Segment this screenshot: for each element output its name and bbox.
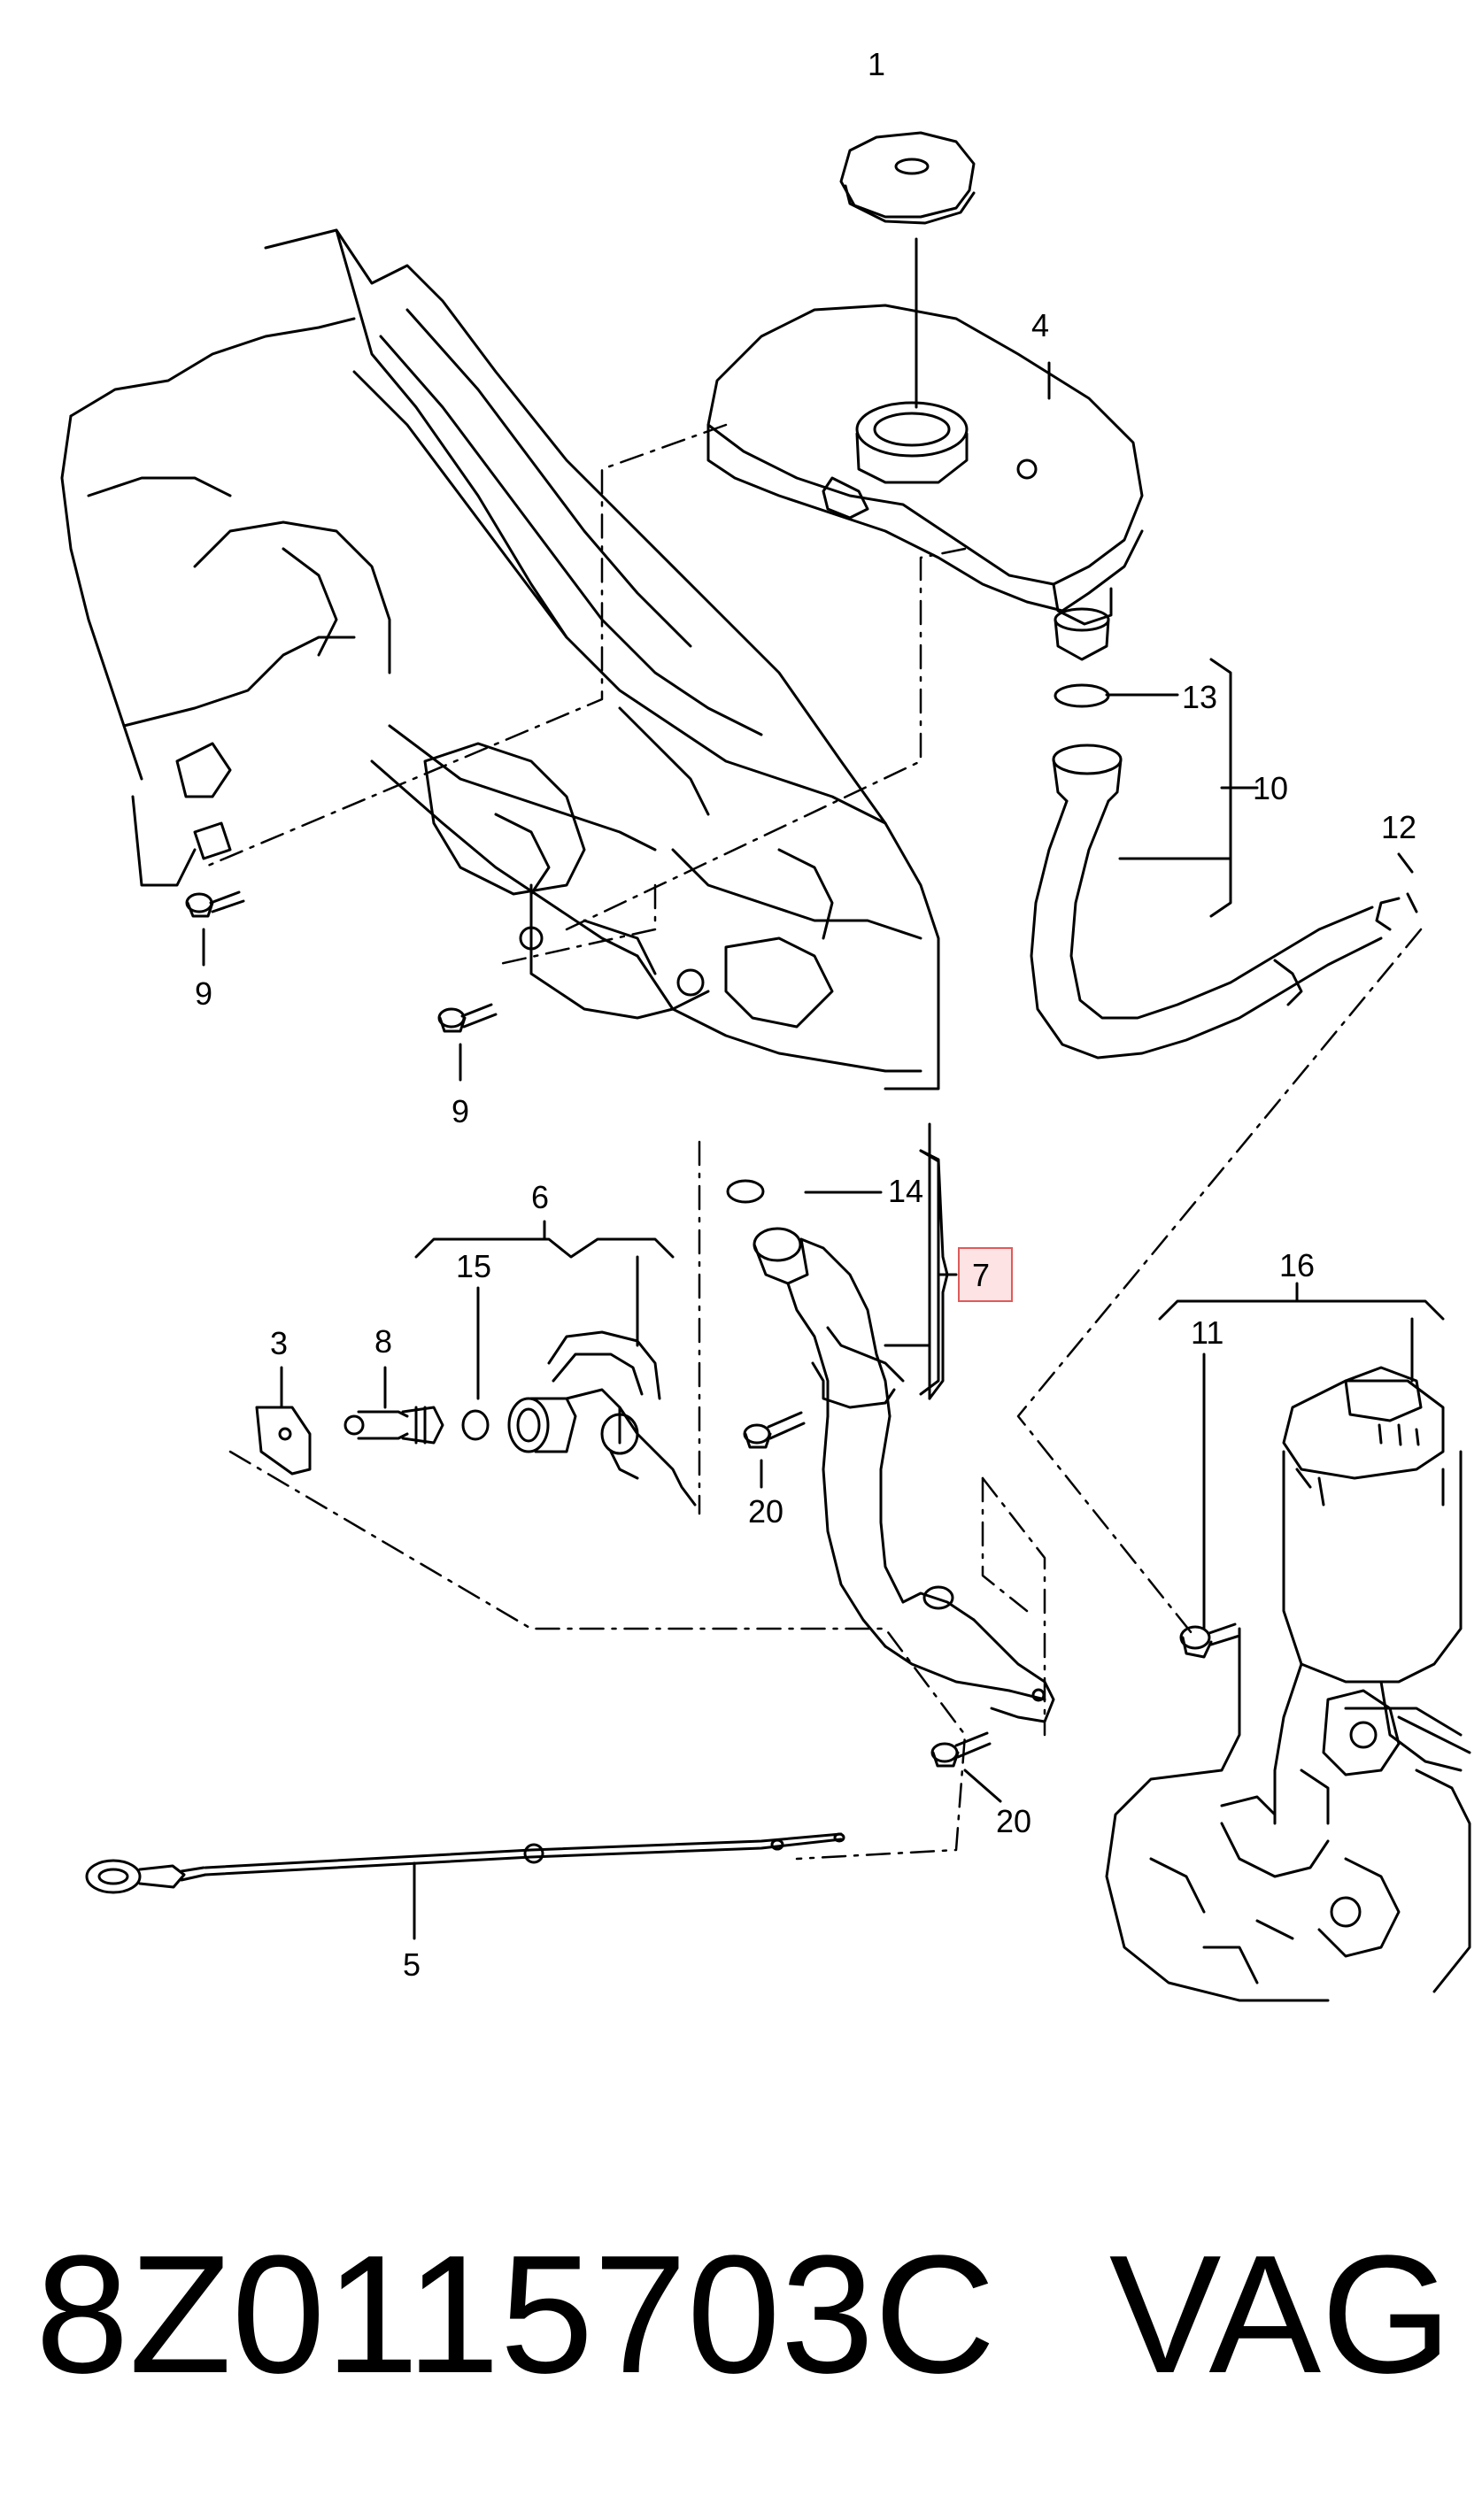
callout-20-upper: 20 [748,1493,783,1530]
callout-16: 16 [1279,1247,1315,1283]
callout-9-lower: 9 [452,1093,469,1129]
callout-4: 4 [1031,307,1049,343]
reservoir-cap [839,131,976,374]
dashed-assembly-lines [202,423,1423,1861]
callout-8: 8 [374,1323,392,1360]
callout-13: 13 [1182,679,1217,715]
callout-10: 10 [1253,770,1288,806]
callout-20-lower: 20 [996,1803,1031,1839]
callout-leaders-middle [919,1149,958,1396]
callout-1: 1 [868,46,885,82]
callout-7: 7 [972,1257,990,1293]
callout-6: 6 [531,1179,549,1215]
callout-14: 14 [888,1173,923,1209]
callout-numbers: 1 4 13 10 12 9 9 14 6 7 16 15 3 8 11 20 … [195,46,1416,1983]
brand-name: VAG [1108,2221,1452,2408]
callout-3: 3 [270,1325,288,1361]
bolt-9-upper [185,890,245,967]
expansion-tank [706,304,1144,626]
callout-11: 11 [1191,1314,1223,1351]
upper-hose-assembly [1030,607,1418,1060]
callout-15: 15 [456,1248,491,1284]
dipstick-guide-tube [726,1122,1055,1723]
bolt-20-upper [743,1411,806,1489]
bolt-9-lower [437,1003,498,1082]
callout-9-upper: 9 [195,975,212,1012]
highlight-box-7 [958,1247,1013,1302]
front-body-structure [60,228,940,1090]
callout-5: 5 [403,1946,421,1983]
callout-leaders-upper-right [915,343,1414,918]
oil-filter-housing [1105,1282,1471,2002]
callout-12: 12 [1381,809,1416,845]
oil-filler-parts [255,1220,697,1507]
part-caption: 8Z0115703C VAG [35,2208,1452,2421]
oil-dipstick [85,1832,845,1940]
part-number: 8Z0115703C [35,2221,996,2408]
bolt-20-lower [930,1731,1002,1803]
